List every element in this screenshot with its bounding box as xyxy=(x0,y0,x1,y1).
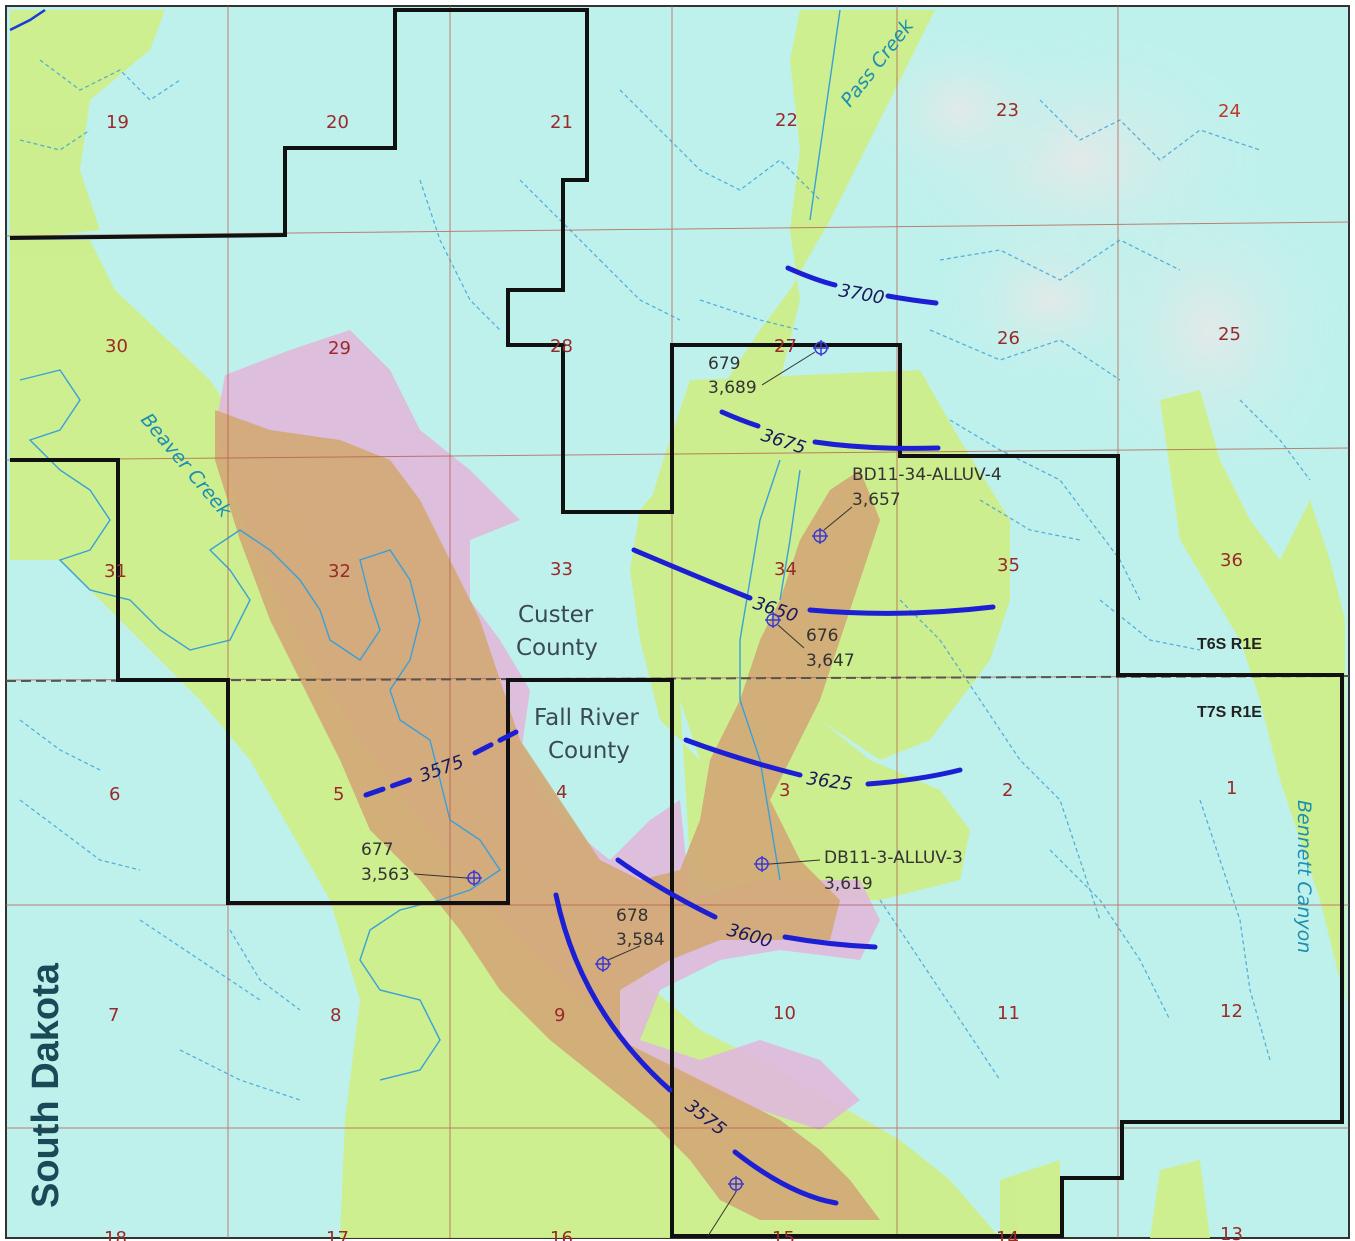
section-number: 12 xyxy=(1220,1001,1243,1022)
county-name: County xyxy=(548,738,630,764)
section-number: 31 xyxy=(104,561,127,582)
section-number: 19 xyxy=(106,112,129,133)
terrain-shading xyxy=(850,20,1350,490)
section-number: 7 xyxy=(108,1005,119,1026)
state-label: South Dakota xyxy=(25,962,67,1208)
well-db11-3-marker xyxy=(754,856,770,872)
county-name: Fall River xyxy=(534,705,639,731)
section-number: 2 xyxy=(1002,780,1013,801)
section-number: 34 xyxy=(774,559,797,580)
section-number: 22 xyxy=(775,110,798,131)
well-679-marker xyxy=(813,340,829,356)
well-677-marker xyxy=(466,870,482,886)
section-number: 9 xyxy=(554,1005,565,1026)
section-number: 30 xyxy=(105,336,128,357)
stream-label-bennett-canyon: Bennett Canyon xyxy=(1293,800,1315,953)
well-elevation: 3,563 xyxy=(361,865,410,885)
well-leaders xyxy=(413,351,853,1237)
well-labels: 679 3,689 BD11-34-ALLUV-4 3,657 676 3,64… xyxy=(361,354,1002,950)
section-number: 1 xyxy=(1226,778,1237,799)
section-number: 10 xyxy=(773,1003,796,1024)
contour-3700 xyxy=(785,265,939,306)
section-number: 21 xyxy=(550,112,573,133)
section-number: 15 xyxy=(772,1228,795,1241)
section-number: 6 xyxy=(109,784,120,805)
contour-3575-west xyxy=(363,727,523,798)
contour-3600 xyxy=(615,857,878,950)
contour-3675 xyxy=(719,409,941,451)
well-elevation: 3,619 xyxy=(824,874,873,894)
well-id: DB11-3-ALLUV-3 xyxy=(824,848,963,868)
section-number: 26 xyxy=(997,328,1020,349)
section-numbers: 19 20 21 22 23 24 30 29 28 27 26 25 31 3… xyxy=(104,100,1243,1241)
section-number: 5 xyxy=(333,784,344,805)
section-number: 27 xyxy=(774,336,797,357)
well-elevation: 3,657 xyxy=(852,490,901,510)
county-name: County xyxy=(516,635,598,661)
well-id: 676 xyxy=(806,626,838,646)
section-number: 17 xyxy=(326,1228,349,1241)
section-number: 3 xyxy=(779,780,790,801)
section-number: 36 xyxy=(1220,550,1243,571)
stream-network xyxy=(19,59,1311,1101)
well-id: BD11-34-ALLUV-4 xyxy=(852,465,1002,485)
section-number: 20 xyxy=(326,112,349,133)
section-number: 33 xyxy=(550,559,573,580)
section-number: 23 xyxy=(996,100,1019,121)
well-elevation: 3,689 xyxy=(708,378,757,398)
well-id: 678 xyxy=(616,906,648,926)
section-number: 35 xyxy=(997,555,1020,576)
potentiometric-contours xyxy=(363,265,996,1206)
well-symbols xyxy=(466,340,829,1192)
county-name: Custer xyxy=(518,602,594,628)
section-number: 8 xyxy=(330,1005,341,1026)
section-number: 4 xyxy=(556,782,567,803)
section-number: 24 xyxy=(1218,101,1241,122)
contour-3575-south xyxy=(553,892,839,1206)
well-elevation: 3,584 xyxy=(616,930,665,950)
terrace-brown-unit xyxy=(215,410,880,1220)
section-number: 25 xyxy=(1218,324,1241,345)
contour-3650 xyxy=(631,547,996,616)
section-number: 16 xyxy=(550,1228,573,1241)
county-labels: Custer County Fall River County xyxy=(516,602,639,764)
property-boundaries xyxy=(9,8,1344,1238)
contour-3625 xyxy=(683,737,963,787)
section-number: 18 xyxy=(104,1228,127,1241)
well-bd11-34-marker xyxy=(812,528,828,544)
well-id: 679 xyxy=(708,354,740,374)
section-number: 11 xyxy=(997,1003,1020,1024)
township-label-south: T7S R1E xyxy=(1197,704,1262,721)
section-number: 32 xyxy=(328,561,351,582)
well-678-marker xyxy=(595,956,611,972)
well-unlabeled-marker xyxy=(728,1176,744,1192)
section-number: 28 xyxy=(550,336,573,357)
section-number: 29 xyxy=(328,338,351,359)
well-676-marker xyxy=(765,612,781,628)
well-id: 677 xyxy=(361,840,393,860)
township-label-north: T6S R1E xyxy=(1197,636,1262,653)
section-number: 14 xyxy=(996,1228,1019,1241)
section-number: 13 xyxy=(1220,1224,1243,1241)
well-elevation: 3,647 xyxy=(806,651,855,671)
